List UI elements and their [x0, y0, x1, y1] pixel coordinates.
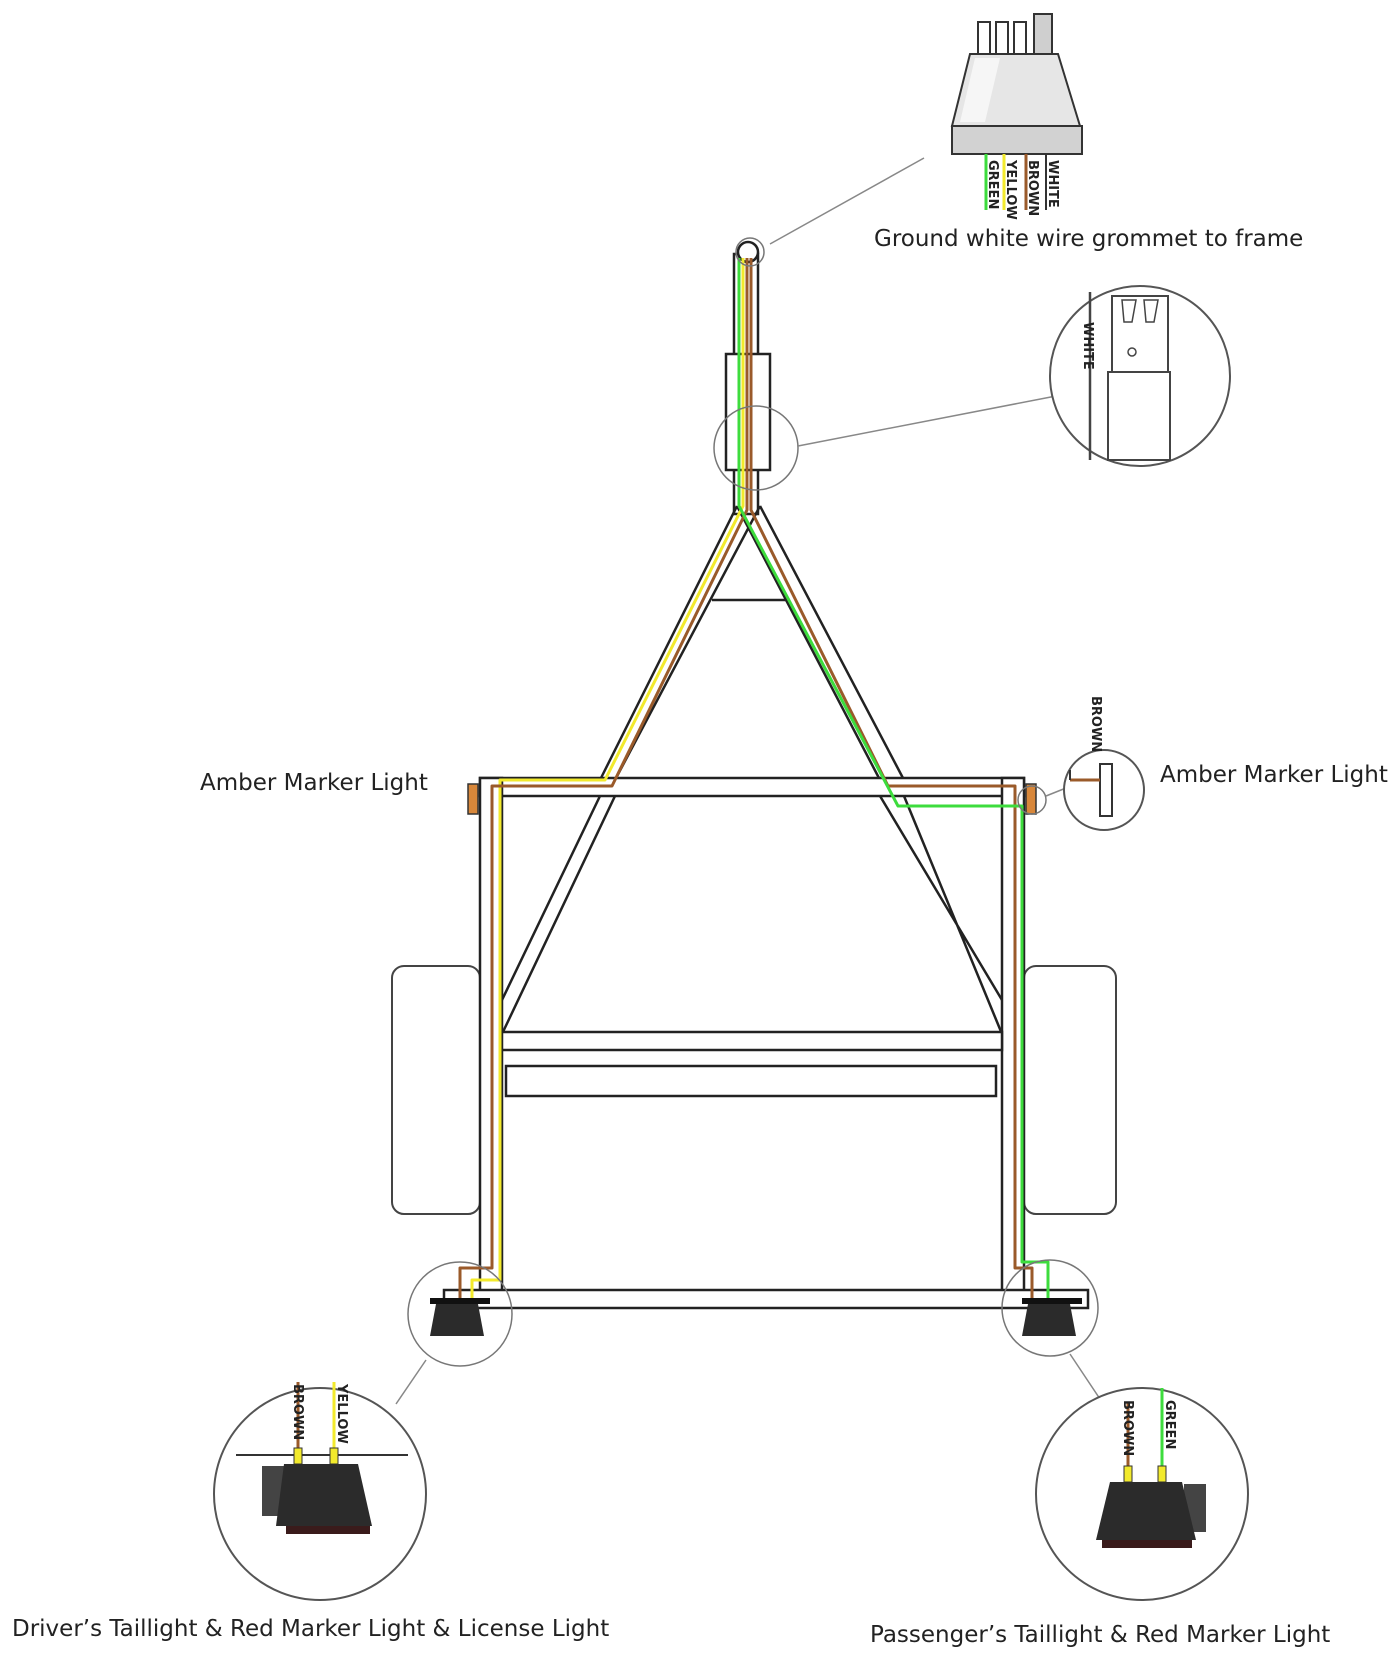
amber-right-wire-label: BROWN	[1088, 696, 1103, 752]
passenger-callout-circle	[1001, 1259, 1099, 1357]
driver-callout-circle	[407, 1261, 513, 1367]
frame-ground-callout-circle	[713, 405, 799, 491]
passenger-caption: Passenger’s Taillight & Red Marker Light	[870, 1622, 1331, 1648]
plug-wire-label-white: WHITE	[1045, 160, 1060, 208]
passenger-wire-label-green: GREEN	[1162, 1400, 1177, 1449]
four-way-plug	[950, 13, 1083, 210]
passenger-taillight	[1022, 1298, 1082, 1336]
passenger-taillight-detail	[1035, 1387, 1249, 1601]
driver-wire-label-yellow: YELLOW	[334, 1383, 349, 1444]
ground-caption: Ground white wire grommet to frame	[874, 226, 1304, 252]
plug-wire-label-yellow: YELLOW	[1003, 159, 1018, 220]
wiring-harness	[458, 258, 1050, 1302]
left-wheel	[391, 965, 481, 1215]
driver-wire-label-brown: BROWN	[290, 1384, 305, 1440]
plug-wire-label-brown: BROWN	[1025, 160, 1040, 216]
amber-right-detail	[1063, 749, 1145, 831]
plug-wire-label-green: GREEN	[985, 160, 1000, 209]
amber-right-callout-circle	[1017, 785, 1047, 815]
grommet-callout-circle	[735, 237, 765, 267]
driver-taillight-detail	[213, 1382, 427, 1601]
plug-callout-line	[769, 157, 925, 245]
amber-left-caption: Amber Marker Light	[200, 770, 428, 796]
frame-ground-detail	[1049, 285, 1231, 467]
amber-right-caption: Amber Marker Light	[1160, 762, 1388, 788]
passenger-wire-label-brown: BROWN	[1120, 1400, 1135, 1456]
right-wheel	[1023, 965, 1117, 1215]
driver-taillight	[430, 1298, 490, 1336]
trailer-frame	[442, 240, 1090, 1310]
driver-caption: Driver’s Taillight & Red Marker Light & …	[12, 1616, 610, 1642]
frame-ground-wire-label: WHITE	[1080, 322, 1095, 370]
